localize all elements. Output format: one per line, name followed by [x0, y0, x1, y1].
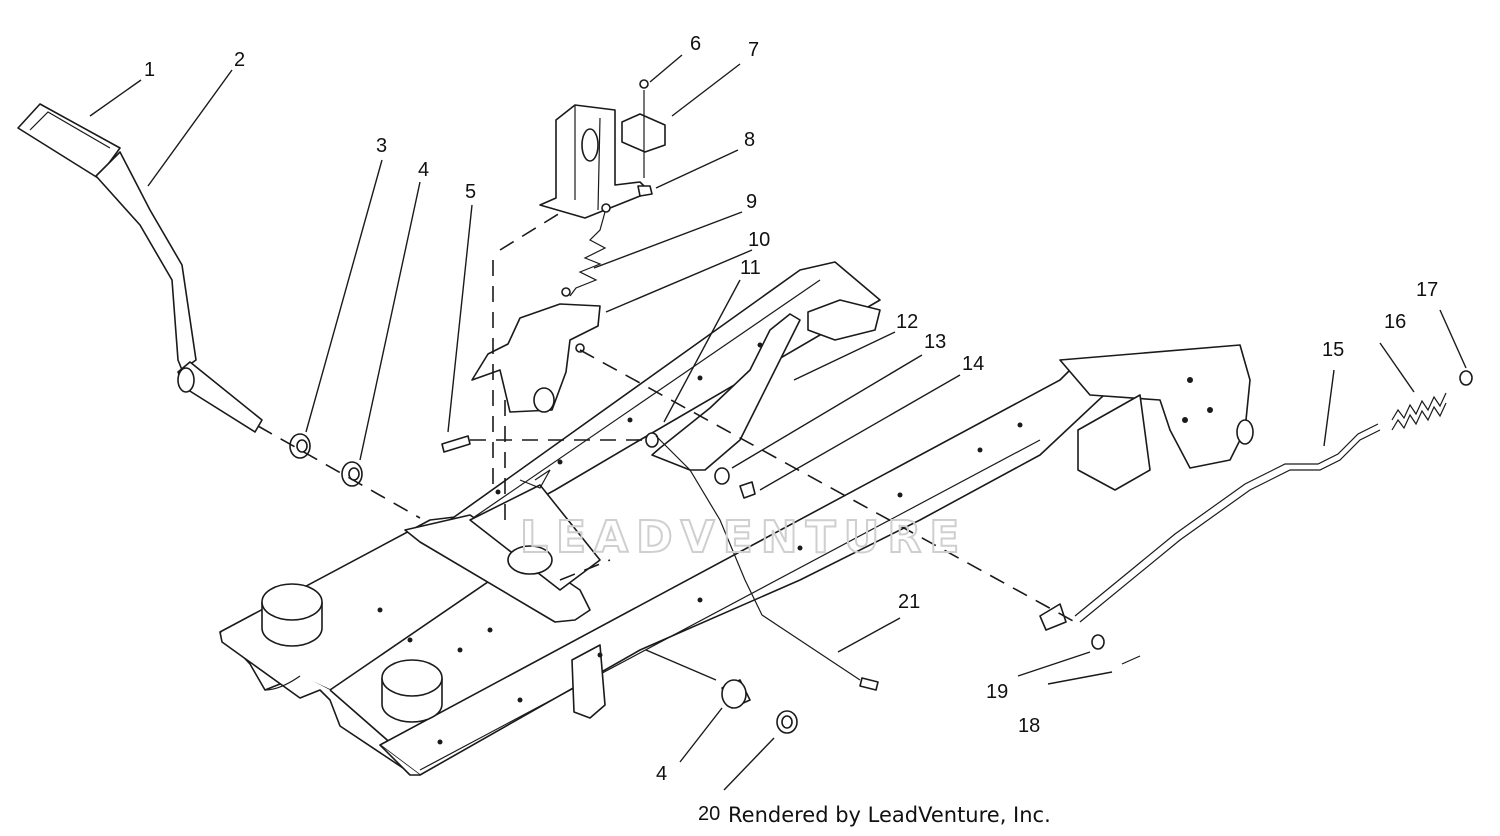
washer-part-19 [1091, 634, 1105, 650]
callout-1: 1 [144, 59, 155, 81]
callout-6: 6 [690, 33, 701, 55]
callout-19: 19 [986, 681, 1008, 703]
callout-7: 7 [748, 39, 759, 61]
nut-part-17 [1459, 370, 1473, 386]
frame-holes [377, 342, 1213, 745]
callout-17: 17 [1416, 279, 1438, 301]
callout-4-upper: 4 [418, 159, 429, 181]
pin-part-5 [441, 435, 471, 453]
assembly-lines [257, 209, 1076, 623]
nut-part-8 [637, 185, 653, 197]
bushing-part-11 [645, 432, 659, 448]
cable-part-21 [655, 435, 879, 691]
bushing-part-4-upper [341, 461, 363, 487]
pivot-arm-part-12 [651, 313, 801, 471]
spring-part-9 [561, 117, 611, 297]
callout-10: 10 [748, 229, 770, 251]
callout-12: 12 [896, 311, 918, 333]
callout-labels: 1 2 3 4 5 6 7 8 9 10 11 12 13 14 15 16 1… [144, 33, 1438, 825]
bushing-part-4-lower [721, 679, 751, 709]
callout-21: 21 [898, 591, 920, 613]
cotter-pin-part-18 [1121, 655, 1141, 665]
bolt-part-14 [739, 481, 756, 499]
callout-2: 2 [234, 49, 245, 71]
callout-5: 5 [465, 181, 476, 203]
latch-plate-part-10 [471, 303, 601, 413]
wheel-boss-left [261, 583, 323, 647]
brake-pedal-arm [95, 151, 263, 433]
spring-part-16 [1391, 392, 1447, 431]
leader-lines [89, 54, 1467, 791]
bolt-part-6 [639, 79, 649, 178]
frame-assembly [219, 261, 1254, 776]
callout-11: 11 [740, 257, 761, 279]
pedal-pad [17, 103, 121, 179]
callout-18: 18 [1018, 715, 1040, 737]
render-credit: Rendered by LeadVenture, Inc. [728, 803, 1051, 827]
watermark-text: LEADVENTURE [520, 512, 967, 563]
mounting-bracket [539, 104, 651, 219]
callout-16: 16 [1384, 311, 1406, 333]
brake-rod-part-15 [1039, 423, 1381, 631]
callout-13: 13 [924, 331, 946, 353]
callout-14: 14 [962, 353, 984, 375]
washer-part-13 [714, 467, 730, 485]
callout-15: 15 [1322, 339, 1344, 361]
callout-9: 9 [746, 191, 757, 213]
callout-8: 8 [744, 129, 755, 151]
callout-20: 20 [698, 803, 720, 825]
washer-part-20 [776, 710, 798, 734]
wheel-boss-right [381, 659, 443, 723]
callout-4-lower: 4 [656, 763, 667, 785]
callout-3: 3 [376, 135, 387, 157]
